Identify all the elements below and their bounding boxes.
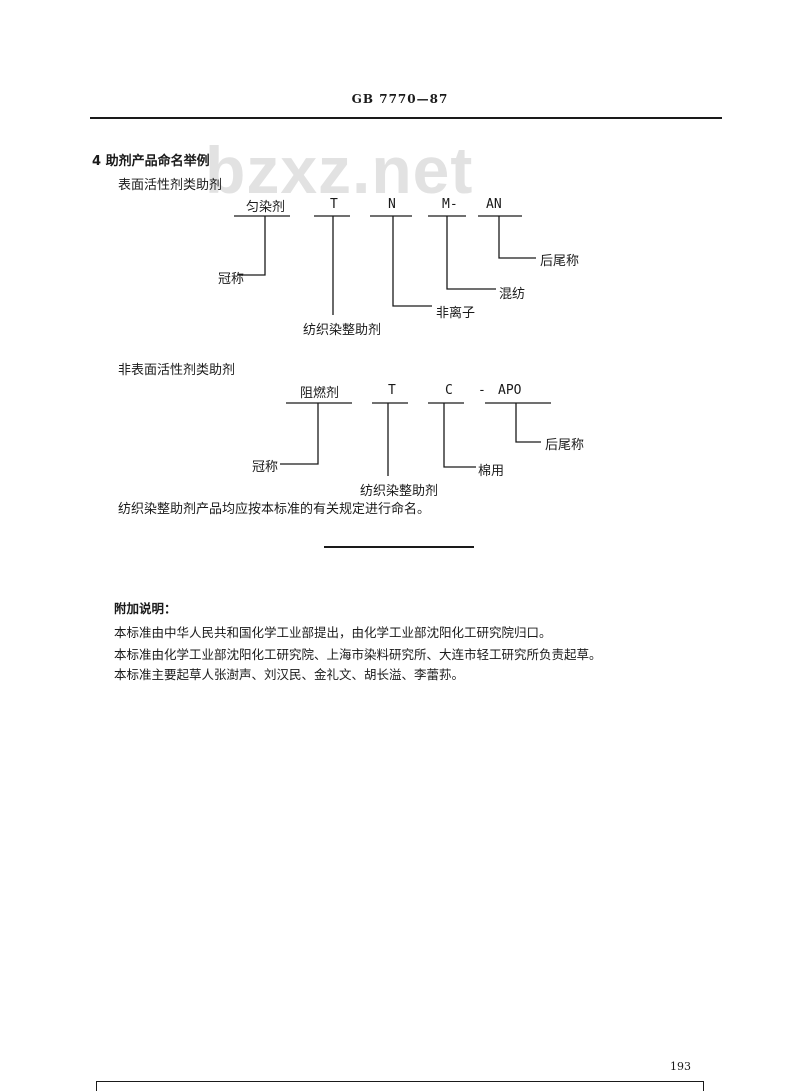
example1-title: 表面活性剂类助剂 [118,178,223,193]
footer-frame-top [96,1081,704,1082]
watermark: bzxz.net [205,133,474,207]
example2-part-apo: APO [498,383,522,398]
example2-label-suffix: 后尾称 [545,438,585,453]
example1-part-an: AN [486,197,502,212]
example1-part-m: M- [442,197,458,212]
example2-leader-prefix [280,403,319,465]
footer-frame-right [703,1081,704,1091]
footer-frame-left [96,1081,97,1091]
example2-part-c: C [445,383,453,398]
example2-label-textile-auxiliary: 纺织染整助剂 [360,484,439,499]
example1-label-prefix: 冠称 [218,272,245,287]
example1-leader-blended [446,216,496,290]
example1-part-t: T [330,197,338,212]
example1-label-suffix: 后尾称 [540,254,580,269]
example2-label-cotton: 棉用 [478,464,505,479]
appendix-title: 附加说明： [114,601,177,616]
section-heading: 4 助剂产品命名举例 [92,154,210,169]
example2-leader-suffix [515,403,541,443]
example2-leader-cotton [443,403,476,468]
example1-part-prefix: 匀染剂 [246,200,286,215]
appendix-line: 本标准主要起草人张澍声、刘汉民、金礼文、胡长溢、李蕾荪。 [114,667,465,682]
example2-label-prefix: 冠称 [252,460,279,475]
example1-label-textile-auxiliary: 纺织染整助剂 [303,323,382,338]
closing-sentence: 纺织染整助剂产品均应按本标准的有关规定进行命名。 [118,502,431,517]
example1-label-nonionic: 非离子 [436,306,476,321]
page-number: 193 [670,1060,691,1073]
appendix-line: 本标准由化学工业部沈阳化工研究院、上海市染料研究所、大连市轻工研究所负责起草。 [114,647,602,662]
example1-part-n: N [388,197,396,212]
example1-leader-suffix [498,216,536,259]
example2-part-dash: - [478,383,486,398]
example2-part-prefix: 阻燃剂 [300,386,340,401]
example1-label-blended: 混纺 [499,287,526,302]
header-rule [90,117,722,119]
example1-leader-prefix [238,216,266,276]
section-end-rule [324,546,474,548]
standard-number-header: GB 7770—87 [351,92,449,106]
example1-leader-nonionic [392,216,432,307]
appendix-line: 本标准由中华人民共和国化学工业部提出，由化学工业部沈阳化工研究院归口。 [114,625,552,640]
example2-title: 非表面活性剂类助剂 [118,363,236,378]
example2-part-t: T [388,383,396,398]
